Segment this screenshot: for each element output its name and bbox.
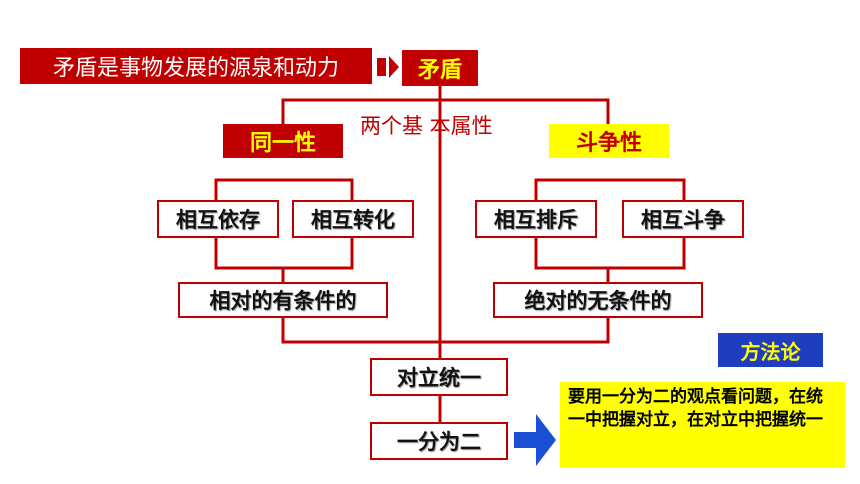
methodology-note: 要用一分为二的观点看问题，在统一中把握对立，在对立中把握统一 <box>560 382 845 468</box>
left-title-box: 同一性 <box>223 124 343 158</box>
unity-box: 对立统一 <box>370 358 508 396</box>
left-item-1: 相互依存 <box>157 200 279 238</box>
root-box: 矛盾 <box>402 50 478 86</box>
right-join-line <box>534 238 686 270</box>
right-summary-box: 绝对的无条件的 <box>493 282 703 318</box>
left-item-2: 相互转化 <box>292 200 414 238</box>
left-join-line <box>214 238 354 270</box>
branch-label: 两个基 本属性 <box>360 114 493 138</box>
right-item-1: 相互排斥 <box>475 200 597 238</box>
one-into-two-box: 一分为二 <box>370 422 508 460</box>
right-item-2: 相互斗争 <box>622 200 744 238</box>
methodology-arrow-icon <box>514 414 556 466</box>
root-branch-line <box>281 98 610 135</box>
summary-join-line <box>281 318 610 344</box>
methodology-tag: 方法论 <box>718 333 823 367</box>
left-summary-box: 相对的有条件的 <box>178 282 388 318</box>
right-title-box: 斗争性 <box>549 124 669 158</box>
right-split-line <box>534 178 686 200</box>
top-statement-box: 矛盾是事物发展的源泉和动力 <box>20 48 372 84</box>
root-arrow-icon <box>377 56 399 78</box>
left-split-line <box>214 178 354 200</box>
